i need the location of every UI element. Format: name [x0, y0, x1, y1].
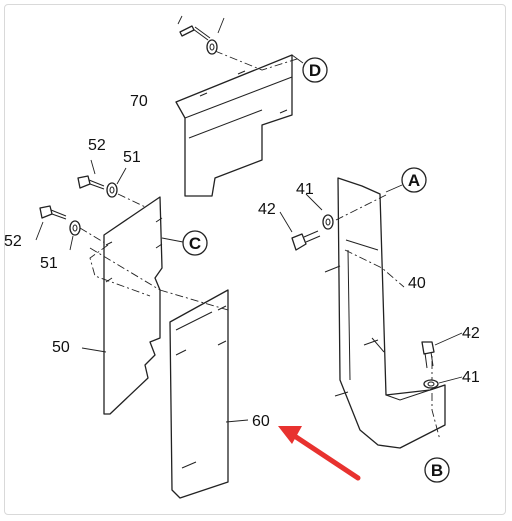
label-41-upper: 41 — [296, 181, 314, 198]
screw-52-upper — [77, 159, 127, 198]
callout-b — [424, 457, 450, 483]
label-52-upper: 52 — [88, 137, 106, 154]
callout-d-letter: D — [309, 61, 321, 80]
screw-42-upper — [279, 193, 334, 251]
part-60-panel — [159, 289, 249, 499]
callout-c-letter: C — [189, 234, 201, 253]
label-60: 60 — [252, 413, 270, 430]
red-arrow-annotation — [278, 426, 361, 481]
label-70: 70 — [130, 93, 148, 110]
part-70-bracket — [175, 50, 301, 197]
screw-top — [177, 15, 225, 55]
label-50: 50 — [52, 339, 70, 356]
label-40: 40 — [408, 275, 426, 292]
callout-c — [161, 230, 208, 256]
label-42-upper: 42 — [258, 201, 276, 218]
label-41-lower: 41 — [462, 369, 480, 386]
callout-d — [291, 54, 328, 83]
screw-42-lower — [421, 332, 463, 389]
callout-a-letter: A — [408, 171, 420, 190]
label-42-lower: 42 — [462, 325, 480, 342]
callout-b-letter: B — [431, 461, 443, 480]
callout-a — [385, 167, 427, 193]
part-40-bracket — [324, 177, 446, 449]
screw-52-lower — [35, 193, 161, 251]
label-51-upper: 51 — [123, 149, 141, 166]
label-52-lower: 52 — [4, 233, 22, 250]
part-50-panel — [81, 196, 163, 415]
label-51-lower: 51 — [40, 255, 58, 272]
